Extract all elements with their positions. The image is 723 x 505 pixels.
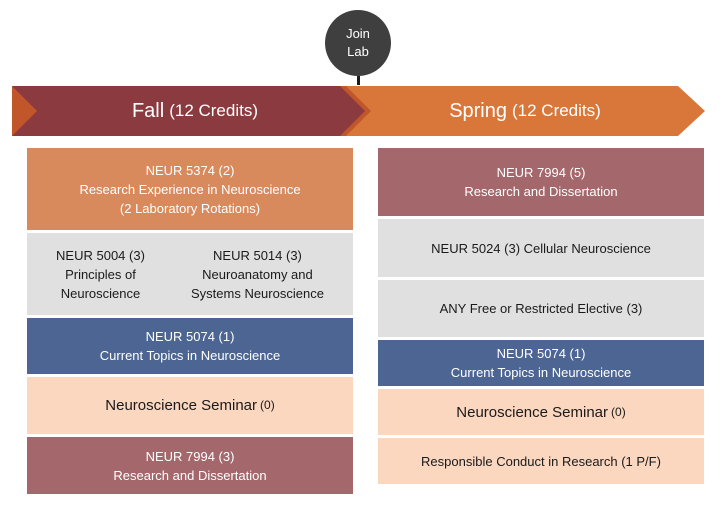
fall-seminar-title: Neuroscience Seminar bbox=[105, 397, 258, 414]
fall-neuroanatomy-course: NEUR 5014 (3) Neuroanatomy and Systems N… bbox=[191, 246, 324, 303]
spring-seminar-title: Neuroscience Seminar bbox=[456, 403, 609, 421]
fall-current-topics-box: NEUR 5074 (1) Current Topics in Neurosci… bbox=[27, 318, 353, 374]
spring-arrow-label: Spring (12 Credits) bbox=[420, 86, 630, 136]
join-lab-line2: Lab bbox=[347, 44, 369, 59]
fall-seminar-box: Neuroscience Seminar (0) bbox=[27, 377, 353, 434]
spring-current-topics-code: NEUR 5074 (1) bbox=[496, 346, 586, 361]
spring-conduct-box: Responsible Conduct in Research (1 P/F) bbox=[378, 438, 704, 484]
spring-cellular-text: NEUR 5024 (3) Cellular Neuroscience bbox=[431, 240, 651, 256]
spring-elective-text: ANY Free or Restricted Elective (3) bbox=[439, 301, 643, 316]
fall-neuroanatomy-code: NEUR 5014 (3) bbox=[213, 247, 302, 263]
fall-principles-line2: Neuroscience bbox=[60, 285, 141, 301]
fall-neuroanatomy-line2: Systems Neuroscience bbox=[190, 285, 324, 301]
fall-principles-code: NEUR 5004 (3) bbox=[56, 247, 145, 263]
spring-arrow-shape bbox=[345, 86, 705, 136]
fall-dissertation-box: NEUR 7994 (3) Research and Dissertation bbox=[27, 437, 353, 494]
fall-dissertation-title: Research and Dissertation bbox=[113, 467, 267, 483]
fall-research-experience-title: Research Experience in Neuroscience bbox=[79, 181, 301, 197]
fall-arrow-shape bbox=[12, 86, 365, 136]
fall-credits: (12 Credits) bbox=[169, 101, 259, 120]
spring-credits: (12 Credits) bbox=[512, 101, 601, 120]
join-lab-marker: Join Lab bbox=[325, 10, 391, 76]
spring-seminar-credits: (0) bbox=[611, 404, 626, 419]
spring-title: Spring bbox=[449, 99, 507, 122]
fall-principles-line1: Principles of bbox=[65, 266, 136, 282]
fall-current-topics-title: Current Topics in Neuroscience bbox=[99, 348, 281, 363]
join-lab-stem bbox=[357, 76, 360, 85]
spring-current-topics-title: Current Topics in Neuroscience bbox=[450, 365, 632, 380]
fall-research-experience-box: NEUR 5374 (2) Research Experience in Neu… bbox=[27, 148, 353, 230]
spring-dissertation-code: NEUR 7994 (5) bbox=[496, 165, 586, 180]
spring-seminar-box: Neuroscience Seminar (0) bbox=[378, 389, 704, 435]
fall-title: Fall bbox=[131, 99, 165, 122]
fall-research-experience-note: (2 Laboratory Rotations) bbox=[119, 200, 261, 216]
fall-current-topics-code: NEUR 5074 (1) bbox=[145, 329, 235, 344]
fall-seminar-credits: (0) bbox=[260, 398, 275, 412]
spring-cellular-box: NEUR 5024 (3) Cellular Neuroscience bbox=[378, 219, 704, 277]
fall-arrow-label: Fall (12 Credits) bbox=[90, 86, 300, 136]
spring-current-topics-box: NEUR 5074 (1) Current Topics in Neurosci… bbox=[378, 340, 704, 386]
join-lab-line1: Join bbox=[346, 26, 370, 41]
fall-principles-course: NEUR 5004 (3) Principles of Neuroscience bbox=[56, 246, 145, 303]
fall-core-courses-box: NEUR 5004 (3) Principles of Neuroscience… bbox=[27, 233, 353, 315]
spring-elective-box: ANY Free or Restricted Elective (3) bbox=[378, 280, 704, 337]
spring-conduct-text: Responsible Conduct in Research (1 P/F) bbox=[421, 453, 661, 469]
spring-dissertation-title: Research and Dissertation bbox=[464, 184, 618, 199]
fall-research-experience-code: NEUR 5374 (2) bbox=[145, 162, 235, 178]
fall-neuroanatomy-line1: Neuroanatomy and bbox=[202, 266, 313, 282]
fall-dissertation-code: NEUR 7994 (3) bbox=[145, 448, 235, 464]
spring-dissertation-box: NEUR 7994 (5) Research and Dissertation bbox=[378, 148, 704, 216]
